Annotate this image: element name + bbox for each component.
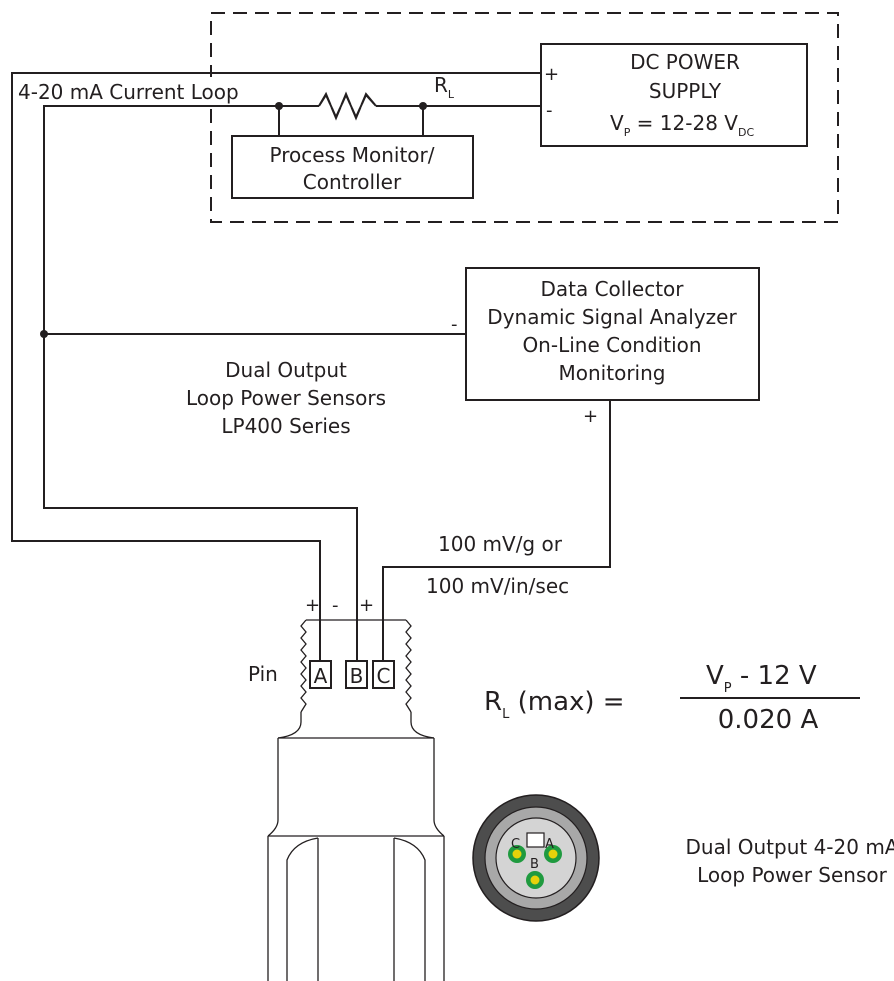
junction-dot: [40, 330, 48, 338]
sensor-threaded-stud: [277, 619, 435, 739]
connector-key-notch: [526, 832, 545, 848]
connector-pin-c: [508, 845, 526, 863]
power-supply-plus: +: [544, 64, 559, 85]
connector-pin-a: [544, 845, 562, 863]
formula-numerator: VP - 12 V: [706, 661, 817, 696]
wire-loop-positive: [11, 72, 541, 661]
process-monitor-title: Process Monitor/: [270, 143, 435, 167]
data-collector-line3: On-Line Condition: [522, 333, 701, 357]
output-line1: 100 mV/g or: [438, 532, 563, 556]
pin-c-letter: C: [377, 664, 391, 688]
sensor-series-line3: LP400 Series: [221, 414, 350, 438]
junction-dot: [275, 102, 283, 110]
data-collector-line1: Data Collector: [540, 277, 684, 301]
data-collector-box: [465, 267, 760, 401]
pin-b-polarity: -: [332, 595, 339, 616]
sensor-caption-line1: Dual Output 4-20 mA: [686, 835, 894, 859]
dc-power-supply-box: [540, 43, 808, 147]
connector-label-a: A: [545, 837, 554, 852]
power-supply-title: DC POWER: [630, 50, 740, 74]
formula-lhs: RL (max) =: [484, 687, 625, 722]
power-supply-subtitle: SUPPLY: [649, 79, 722, 103]
pin-c-box: [372, 660, 395, 689]
power-supply-voltage: VP = 12-28 VDC: [610, 111, 754, 139]
connector-end-view: C A B: [472, 794, 600, 922]
connector-label-c: C: [511, 837, 520, 852]
wire-signal-output: [382, 400, 611, 661]
pin-a-letter: A: [314, 664, 328, 688]
sensor-series-line2: Loop Power Sensors: [186, 386, 386, 410]
enclosure-dashed-border: [210, 12, 839, 223]
pin-a-polarity: +: [305, 595, 320, 616]
pin-b-letter: B: [350, 664, 364, 688]
sensor-series-line1: Dual Output: [225, 358, 347, 382]
connector-inner-face: [495, 817, 577, 899]
resistor-rl: [318, 92, 377, 120]
current-loop-label: 4-20 mA Current Loop: [18, 80, 239, 104]
data-collector-plus: +: [583, 406, 598, 427]
pin-label: Pin: [248, 662, 278, 686]
pin-a-box: [309, 660, 332, 689]
power-supply-minus: -: [546, 100, 553, 121]
rl-label: RL: [434, 73, 455, 101]
data-collector-minus: -: [451, 314, 458, 335]
process-monitor-subtitle: Controller: [303, 170, 402, 194]
wire-loop-negative: [43, 105, 541, 661]
formula-denominator: 0.020 A: [718, 705, 819, 735]
connector-pin-b: [526, 871, 544, 889]
pin-c-polarity: +: [359, 595, 374, 616]
sensor-body: [267, 737, 445, 981]
connector-label-b: B: [530, 857, 539, 872]
pin-b-box: [345, 660, 368, 689]
data-collector-line2: Dynamic Signal Analyzer: [487, 305, 737, 329]
junction-dot: [419, 102, 427, 110]
data-collector-line4: Monitoring: [559, 361, 666, 385]
output-line2: 100 mV/in/sec: [426, 574, 569, 598]
sensor-caption-line2: Loop Power Sensor: [697, 863, 887, 887]
process-monitor-box: [231, 135, 474, 199]
